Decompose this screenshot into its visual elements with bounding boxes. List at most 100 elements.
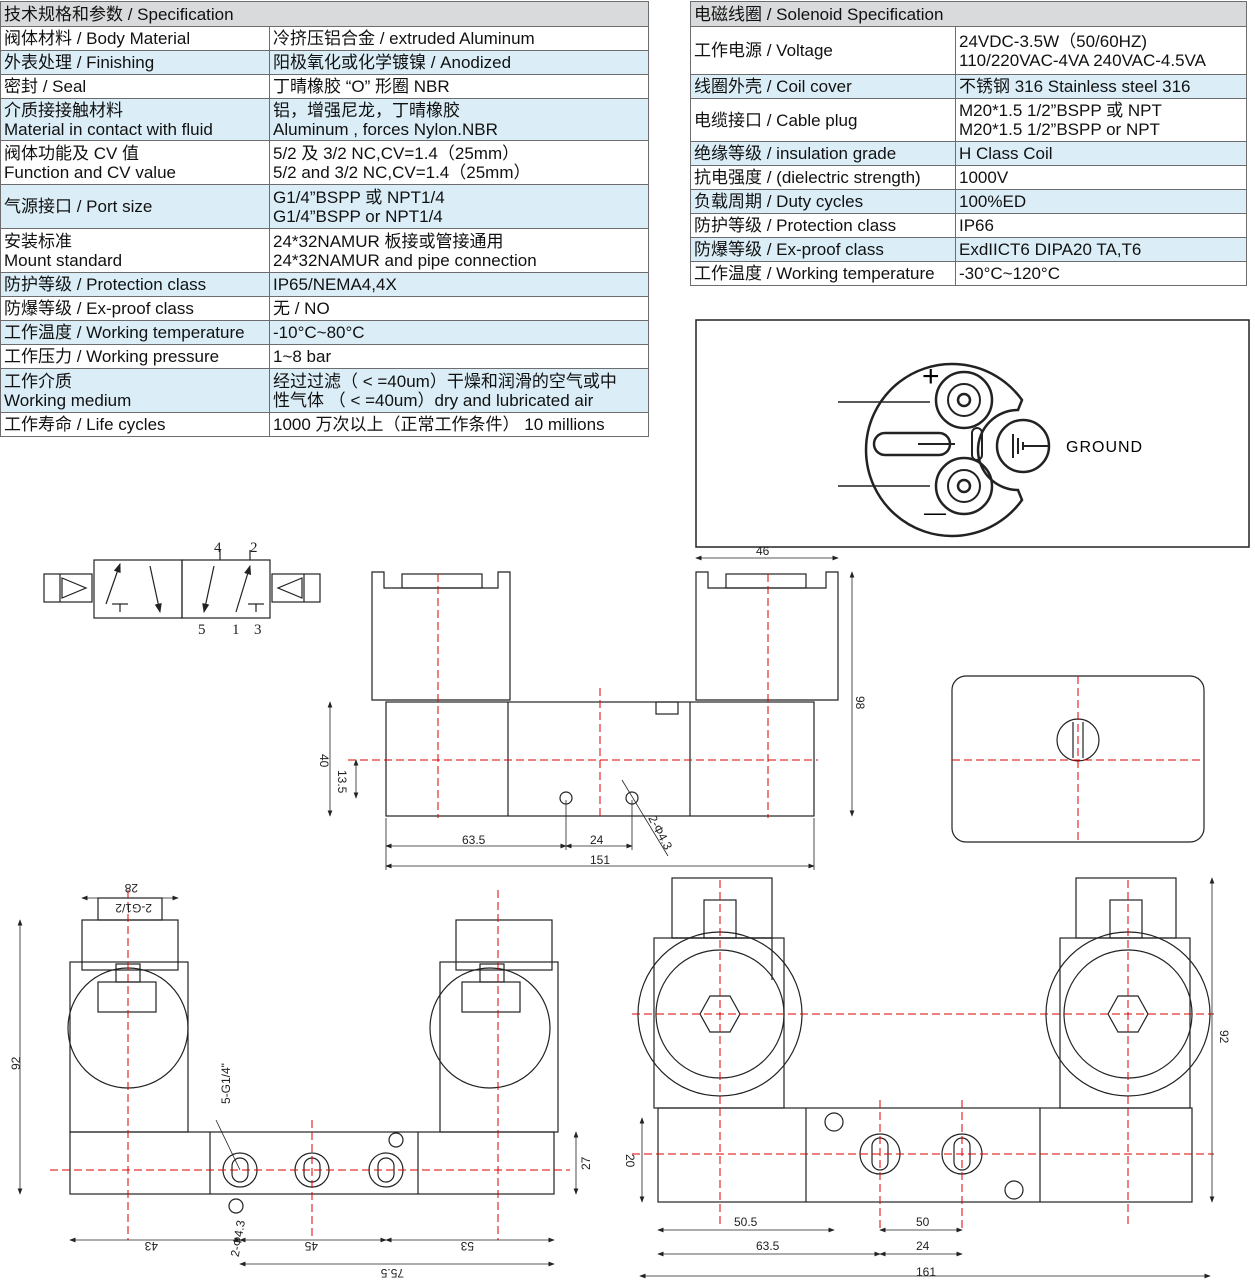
cell-text: 抗电强度 / (dielectric strength) [694, 168, 921, 187]
cell-text: 工作压力 / Working pressure [4, 347, 220, 366]
cell-text: 工作温度 / Working temperature [694, 264, 935, 283]
table-header: 电磁线圈 / Solenoid Specification [690, 1, 1247, 27]
spec-value-cell: IP65/NEMA4,4X [269, 272, 649, 297]
dim-side-left: 43 [144, 1239, 158, 1253]
cell-text: 24*32NAMUR 板接或管接通用 [273, 231, 504, 251]
dim-side-total: 75.5 [380, 1266, 404, 1280]
cell-text: 阀体功能及 CV 值 [4, 143, 140, 163]
cell-text: 气源接口 / Port size [4, 197, 153, 216]
dim-side-right: 53 [460, 1239, 474, 1253]
table-row: 防护等级 / Protection class IP66 [690, 213, 1247, 238]
spec-name-cell: 工作寿命 / Life cycles [0, 412, 270, 437]
plus-sign: + [922, 360, 940, 393]
cell-text: 1000 万次以上（正常工作条件） 10 millions [273, 415, 605, 434]
dim-top-height: 98 [853, 696, 867, 710]
dim-top-holes: 2-Φ4.3 [645, 813, 675, 852]
spec-name-cell: 防爆等级 / Ex-proof class [0, 296, 270, 321]
cell-text: Aluminum , forces Nylon.NBR [273, 119, 498, 139]
spec-name-cell: 外表处理 / Finishing [0, 50, 270, 75]
dim-top-hole: 13.5 [335, 770, 349, 794]
cell-text: 不锈钢 316 Stainless steel 316 [959, 77, 1191, 96]
cell-text: IP66 [959, 216, 994, 235]
port-label-5: 5 [198, 622, 206, 638]
table-row: 外表处理 / Finishing 阳极氧化或化学镀镍 / Anodized [0, 50, 649, 75]
cell-text: 5/2 及 3/2 NC,CV=1.4（25mm） [273, 143, 520, 163]
port-label-1: 1 [232, 622, 240, 638]
table-row: 防爆等级 / Ex-proof class 无 / NO [0, 296, 649, 321]
dim-top-len1: 63.5 [462, 833, 486, 847]
spec-name-cell: 防护等级 / Protection class [690, 213, 956, 238]
cell-text: 冷挤压铝合金 / extruded Aluminum [273, 29, 535, 48]
cell-text: 介质接接触材料 [4, 100, 123, 120]
port-label-4: 4 [214, 540, 222, 556]
cell-text: 外表处理 / Finishing [4, 53, 155, 72]
dim-front-d: 24 [916, 1239, 930, 1253]
spec-value-cell: H Class Coil [955, 141, 1247, 166]
cell-text: Material in contact with fluid [4, 119, 213, 139]
table-row: 工作温度 / Working temperature -30°C~120°C [690, 261, 1247, 286]
spec-name-cell: 防护等级 / Protection class [0, 272, 270, 297]
spec-name-cell: 阀体材料 / Body Material [0, 26, 270, 51]
dim-top-total: 151 [590, 853, 610, 867]
cell-text: 防爆等级 / Ex-proof class [4, 299, 194, 318]
cell-text: 经过过滤（ < =40um）干燥和润滑的空气或中 [273, 371, 617, 391]
cell-text: -10°C~80°C [273, 323, 365, 342]
spec-value-cell: 不锈钢 316 Stainless steel 316 [955, 74, 1247, 99]
spec-value-cell: 阳极氧化或化学镀镍 / Anodized [269, 50, 649, 75]
spec-value-cell: 冷挤压铝合金 / extruded Aluminum [269, 26, 649, 51]
cell-text: 密封 / Seal [4, 77, 87, 96]
cell-text: 24VDC-3.5W（50/60HZ) [959, 31, 1148, 51]
spec-value-cell: 经过过滤（ < =40um）干燥和润滑的空气或中性气体 （ < =40um）dr… [269, 368, 649, 413]
cell-text: 1~8 bar [273, 347, 332, 366]
cell-text: IP65/NEMA4,4X [273, 275, 397, 294]
spec-name-cell: 密封 / Seal [0, 74, 270, 99]
spec-value-cell: -30°C~120°C [955, 261, 1247, 286]
port-label-2: 2 [250, 540, 258, 556]
dim-front-height: 92 [1217, 1030, 1231, 1044]
valve-symbol [43, 550, 321, 619]
spec-name-cell: 线圈外壳 / Coil cover [690, 74, 956, 99]
cell-text: 工作电源 / Voltage [694, 41, 833, 60]
spec-value-cell: 5/2 及 3/2 NC,CV=1.4（25mm）5/2 and 3/2 NC,… [269, 140, 649, 185]
spec-name-cell: 抗电强度 / (dielectric strength) [690, 165, 956, 190]
spec-value-cell: IP66 [955, 213, 1247, 238]
dim-front-total: 161 [916, 1265, 936, 1279]
spec-value-cell: 24VDC-3.5W（50/60HZ)110/220VAC-4VA 240VAC… [955, 26, 1247, 75]
cell-text: 防护等级 / Protection class [694, 216, 897, 235]
cell-text: 5/2 and 3/2 NC,CV=1.4（25mm） [273, 162, 531, 182]
table-header: 技术规格和参数 / Specification [0, 1, 649, 27]
dim-front-c: 63.5 [756, 1239, 780, 1253]
dim-front-b: 50 [916, 1215, 930, 1229]
minus-sign: — [924, 500, 946, 525]
cell-text: 性气体 （ < =40um）dry and lubricated air [273, 390, 594, 410]
cell-text: 1000V [959, 168, 1009, 187]
cell-text: 工作温度 / Working temperature [4, 323, 245, 342]
cell-text: 安装标准 [4, 231, 72, 251]
cell-text: 100%ED [959, 192, 1027, 211]
spec-name-cell: 工作压力 / Working pressure [0, 344, 270, 369]
cell-text: 工作寿命 / Life cycles [4, 415, 166, 434]
cell-text: 无 / NO [273, 299, 330, 318]
dim-side-ports: 5-G1/4" [219, 1063, 233, 1104]
spec-value-cell: 1000V [955, 165, 1247, 190]
spec-name-cell: 负载周期 / Duty cycles [690, 189, 956, 214]
spec-name-cell: 工作温度 / Working temperature [690, 261, 956, 286]
dim-top-len2: 24 [590, 833, 604, 847]
solenoid-specification-table: 电磁线圈 / Solenoid Specification 工作电源 / Volt… [690, 1, 1247, 286]
cell-text: G1/4”BSPP or NPT1/4 [273, 206, 443, 226]
cell-text: Working medium [4, 390, 132, 410]
cell-text: 负载周期 / Duty cycles [694, 192, 864, 211]
front-view-drawing [637, 877, 1211, 1203]
cell-text: G1/4”BSPP 或 NPT1/4 [273, 187, 445, 207]
